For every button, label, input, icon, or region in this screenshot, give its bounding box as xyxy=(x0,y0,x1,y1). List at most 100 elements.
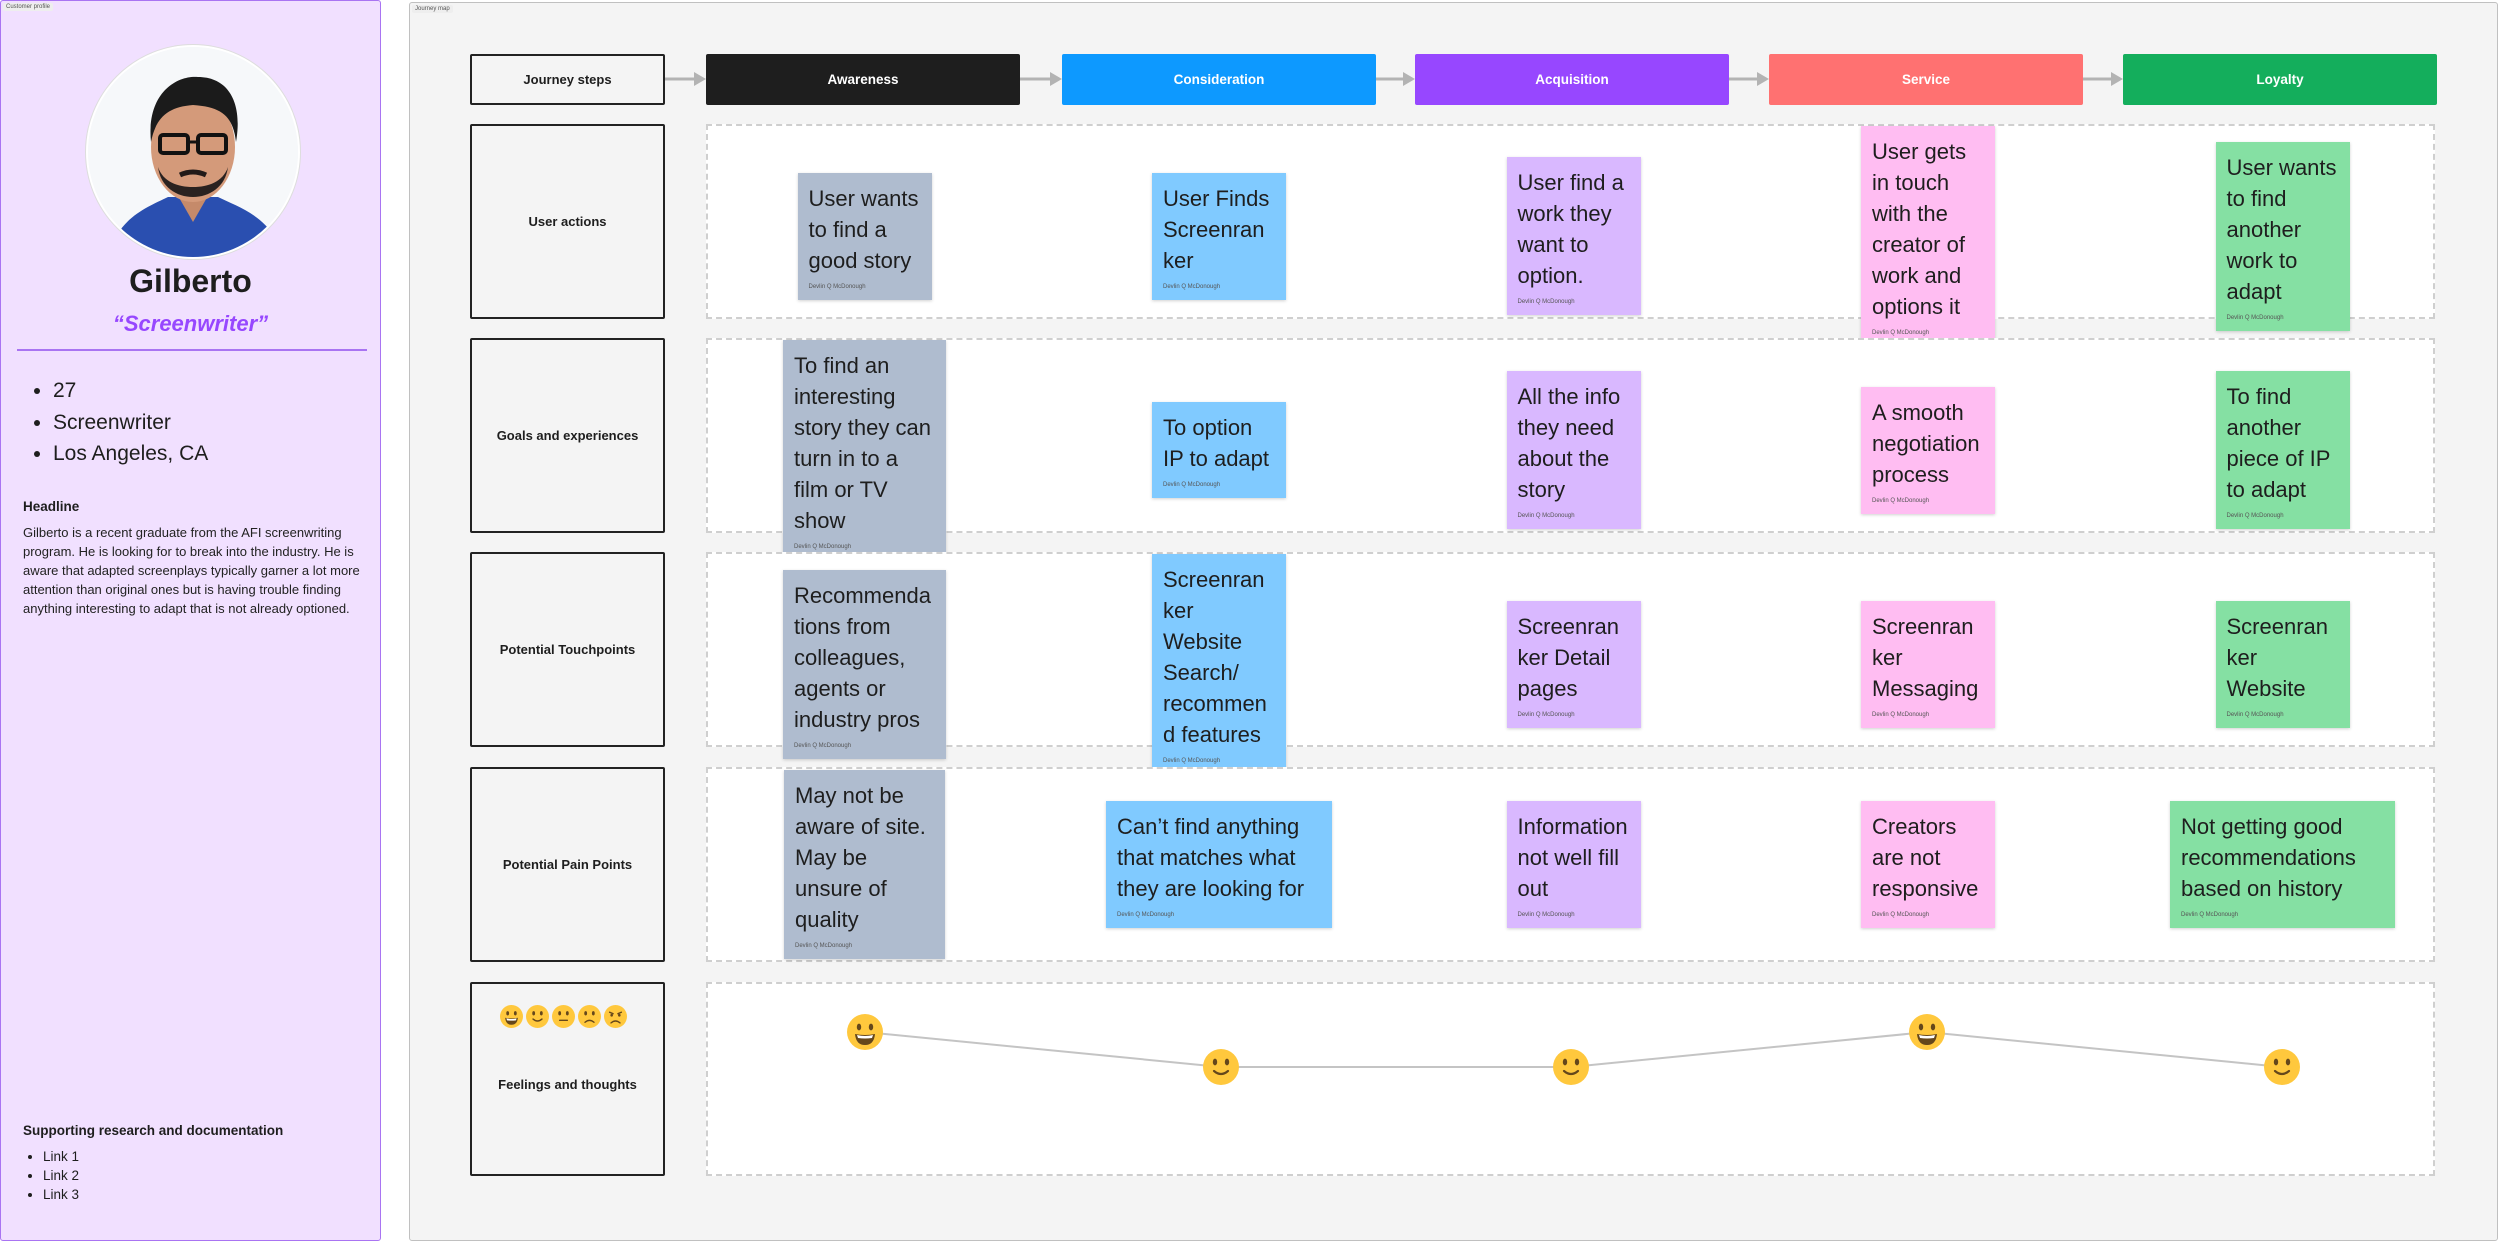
arrow-right-icon xyxy=(2082,72,2123,86)
sticky-note[interactable]: User find a work they want to option. Dev… xyxy=(1506,157,1641,315)
note-author: Devlin Q McDonough xyxy=(1517,912,1575,918)
frame-label: Customer profile xyxy=(3,3,54,11)
fact-location: Los Angeles, CA xyxy=(53,438,208,470)
note-author: Devlin Q McDonough xyxy=(1517,299,1575,305)
emotion-point-acquisition-icon xyxy=(1553,1049,1589,1085)
note-text: Not getting good recommendations based o… xyxy=(2181,814,2356,901)
note-text: Can’t find anything that matches what th… xyxy=(1117,814,1305,901)
persona-name: Gilberto xyxy=(129,263,252,299)
note-author: Devlin Q McDonough xyxy=(1117,912,1175,918)
note-author: Devlin Q McDonough xyxy=(794,544,852,550)
note-author: Devlin Q McDonough xyxy=(1163,758,1221,764)
row-goals-and-experiences: To find an interesting story they can tu… xyxy=(706,338,2435,560)
note-author: Devlin Q McDonough xyxy=(1872,711,1930,718)
neutral-face-icon xyxy=(552,1005,575,1028)
sticky-note[interactable]: May not be aware of site. May be unsure … xyxy=(784,770,945,959)
cell: Recommendations from colleagues, agents … xyxy=(708,554,1021,774)
note-text: User gets in touch with the creator of w… xyxy=(1872,139,1967,319)
note-author: Devlin Q McDonough xyxy=(794,742,852,749)
support-title: Supporting research and documentation xyxy=(23,1123,284,1138)
sticky-note[interactable]: Not getting good recommendations based o… xyxy=(2170,801,2395,928)
sticky-note[interactable]: User gets in touch with the creator of w… xyxy=(1861,126,1995,346)
cell: User find a work they want to option. Dev… xyxy=(1417,126,1730,346)
row-label-potential-pain-points: Potential Pain Points xyxy=(470,767,665,962)
cell: User wants to find another work to adapt… xyxy=(2126,126,2439,346)
angry-face-icon xyxy=(604,1005,627,1028)
avatar-photo xyxy=(88,47,298,257)
emotion-point-awareness-icon xyxy=(847,1014,883,1050)
sticky-note[interactable]: Screenranker Website Search/ recommend f… xyxy=(1152,554,1286,774)
note-author: Devlin Q McDonough xyxy=(795,943,853,949)
row-label-goals-and-experiences: Goals and experiences xyxy=(470,338,665,533)
note-author: Devlin Q McDonough xyxy=(1517,711,1575,718)
phase-consideration: Consideration xyxy=(1062,54,1376,105)
note-author: Devlin Q McDonough xyxy=(808,283,866,290)
link-3[interactable]: Link 3 xyxy=(43,1185,79,1204)
note-text: Screenranker Messaging xyxy=(1872,613,1979,701)
sticky-note[interactable]: Recommendations from colleagues, agents … xyxy=(783,569,946,759)
frame-label: Journey map xyxy=(412,5,453,13)
note-text: User wants to find a good story xyxy=(808,185,919,273)
note-text: May not be aware of site. May be unsure … xyxy=(795,783,926,932)
note-text: A smooth negotiation process xyxy=(1872,399,1980,487)
emotion-scale-legend xyxy=(500,1005,627,1028)
note-text: To find another piece of IP to adapt xyxy=(2226,384,2331,502)
note-text: Recommendations from colleagues, agents … xyxy=(794,582,931,732)
note-author: Devlin Q McDonough xyxy=(1872,912,1930,918)
frowning-face-icon xyxy=(578,1005,601,1028)
journey-steps-label: Journey steps xyxy=(470,54,665,105)
cell: User gets in touch with the creator of w… xyxy=(1772,126,2085,346)
divider xyxy=(17,349,367,351)
link-2[interactable]: Link 2 xyxy=(43,1166,79,1185)
note-author: Devlin Q McDonough xyxy=(1517,513,1575,519)
phase-service: Service xyxy=(1769,54,2083,105)
link-1[interactable]: Link 1 xyxy=(43,1147,79,1166)
sticky-note[interactable]: Can’t find anything that matches what th… xyxy=(1106,801,1332,928)
persona-role: “Screenwriter” xyxy=(112,311,269,336)
note-text: Screenranker Website Search/ recommend f… xyxy=(1163,567,1267,747)
emotion-point-consideration-icon xyxy=(1203,1049,1239,1085)
note-author: Devlin Q McDonough xyxy=(2226,711,2284,718)
cell: To find an interesting story they can tu… xyxy=(708,340,1021,560)
note-text: User find a work they want to option. xyxy=(1517,170,1624,288)
note-text: To find an interesting story they can tu… xyxy=(794,353,931,533)
support-links: Link 1 Link 2 Link 3 xyxy=(23,1147,79,1204)
note-text: Information not well fill out xyxy=(1517,814,1628,901)
sticky-note[interactable]: User wants to find another work to adapt… xyxy=(2215,141,2350,331)
note-author: Devlin Q McDonough xyxy=(1163,283,1221,290)
emotion-point-loyalty-icon xyxy=(2264,1049,2300,1085)
note-author: Devlin Q McDonough xyxy=(2226,513,2284,519)
phase-acquisition: Acquisition xyxy=(1415,54,1729,105)
note-text: User wants to find another work to adapt xyxy=(2226,154,2337,304)
row-potential-touchpoints: Recommendations from colleagues, agents … xyxy=(706,552,2435,774)
note-text: Screenranker Website xyxy=(2226,613,2329,701)
smiling-face-icon xyxy=(526,1005,549,1028)
row-label-potential-touchpoints: Potential Touchpoints xyxy=(470,552,665,747)
note-author: Devlin Q McDonough xyxy=(1872,497,1930,504)
headline-title: Headline xyxy=(23,499,80,514)
cell: May not be aware of site. May be unsure … xyxy=(708,769,1021,960)
row-potential-pain-points: May not be aware of site. May be unsure … xyxy=(706,767,2435,962)
arrow-right-icon xyxy=(1020,72,1062,86)
sticky-note[interactable]: To find an interesting story they can tu… xyxy=(783,340,946,560)
